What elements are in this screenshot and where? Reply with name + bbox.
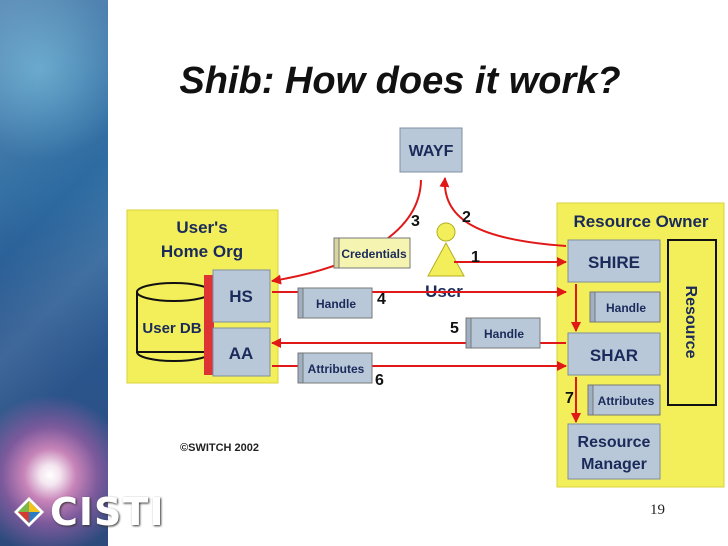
step-number-7: 7: [565, 390, 574, 407]
resource-box: [667, 239, 717, 406]
step-number-3: 3: [411, 213, 420, 230]
handle-note-step-5: Handle: [465, 317, 541, 349]
user-icon: [427, 222, 465, 277]
home-org-title-line2: Home Org: [161, 242, 243, 261]
shar-box: [567, 332, 661, 376]
decorative-sidebar: CISTI: [0, 0, 163, 546]
shar-label: SHAR: [590, 346, 638, 365]
attributes-label-step-7: Attributes: [598, 394, 655, 408]
wayf-box: [399, 127, 463, 173]
handle-note-shire: Handle: [589, 291, 661, 323]
cisti-logo: CISTI: [12, 493, 164, 531]
resource-manager-label-line2: Manager: [581, 456, 647, 473]
aa-box: [212, 327, 271, 377]
user-db-icon: [136, 282, 212, 362]
copyright-notice: ©SWITCH 2002: [180, 442, 260, 454]
shire-box: [567, 239, 661, 283]
cisti-logo-icon: [12, 495, 46, 529]
resource-manager-label-line1: Resource: [578, 434, 651, 451]
handle-label-step-5: Handle: [484, 327, 524, 341]
credentials-label: Credentials: [341, 247, 407, 261]
attributes-note-step-7: Attributes: [587, 384, 661, 416]
resource-label: Resource: [682, 286, 699, 359]
hs-label: HS: [229, 287, 253, 306]
shire-label: SHIRE: [588, 253, 640, 272]
page-number: 19: [650, 502, 665, 518]
handle-label-shire: Handle: [606, 301, 646, 315]
hs-box: [212, 269, 271, 323]
resource-owner-title: Resource Owner: [573, 212, 708, 231]
handle-label-step-4: Handle: [316, 297, 356, 311]
attributes-label-step-6: Attributes: [308, 362, 365, 376]
step-number-4: 4: [377, 291, 386, 308]
wayf-label: WAYF: [409, 143, 454, 160]
step-number-5: 5: [450, 320, 459, 337]
home-org-title-line1: User's: [176, 218, 227, 237]
slide-title: Shib: How does it work?: [179, 60, 621, 102]
user-db-label: User DB: [142, 320, 201, 337]
handle-note-step-4: Handle: [297, 287, 373, 319]
credentials-note: Credentials: [333, 237, 411, 269]
step-number-2: 2: [462, 209, 471, 226]
step-number-6: 6: [375, 372, 384, 389]
arrow-step-2: [439, 177, 567, 247]
step-number-1: 1: [471, 249, 480, 266]
resource-manager-box: [567, 423, 661, 480]
sidebar-shine: [0, 0, 108, 546]
attributes-note-step-6: Attributes: [297, 352, 373, 384]
aa-label: AA: [229, 344, 254, 363]
cisti-logo-text: CISTI: [50, 490, 165, 534]
hs-aa-connector: [204, 275, 214, 375]
